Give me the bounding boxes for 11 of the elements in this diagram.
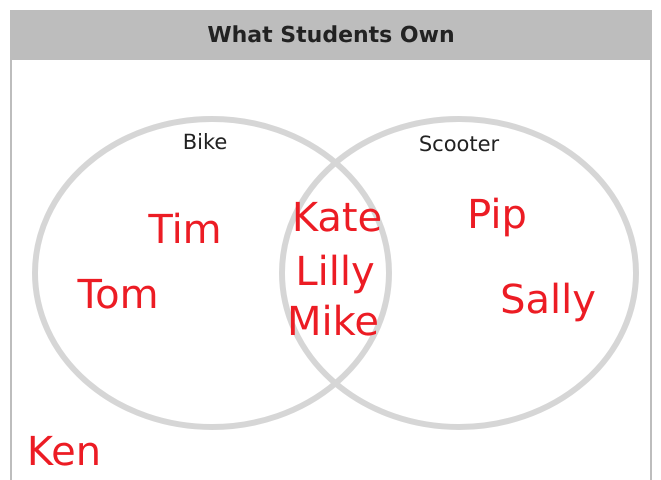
set-label: Bike xyxy=(182,130,228,154)
student-name: Mike xyxy=(287,302,379,342)
student-name: Kate xyxy=(292,198,382,238)
student-name: Tim xyxy=(148,210,222,250)
student-name: Ken xyxy=(26,432,102,472)
student-name: Tom xyxy=(77,275,159,315)
set-label: Scooter xyxy=(418,132,500,156)
student-name: Lilly xyxy=(295,252,375,292)
student-name: Pip xyxy=(467,195,527,235)
student-name: Sally xyxy=(500,280,596,320)
title: What Students Own xyxy=(207,22,455,48)
